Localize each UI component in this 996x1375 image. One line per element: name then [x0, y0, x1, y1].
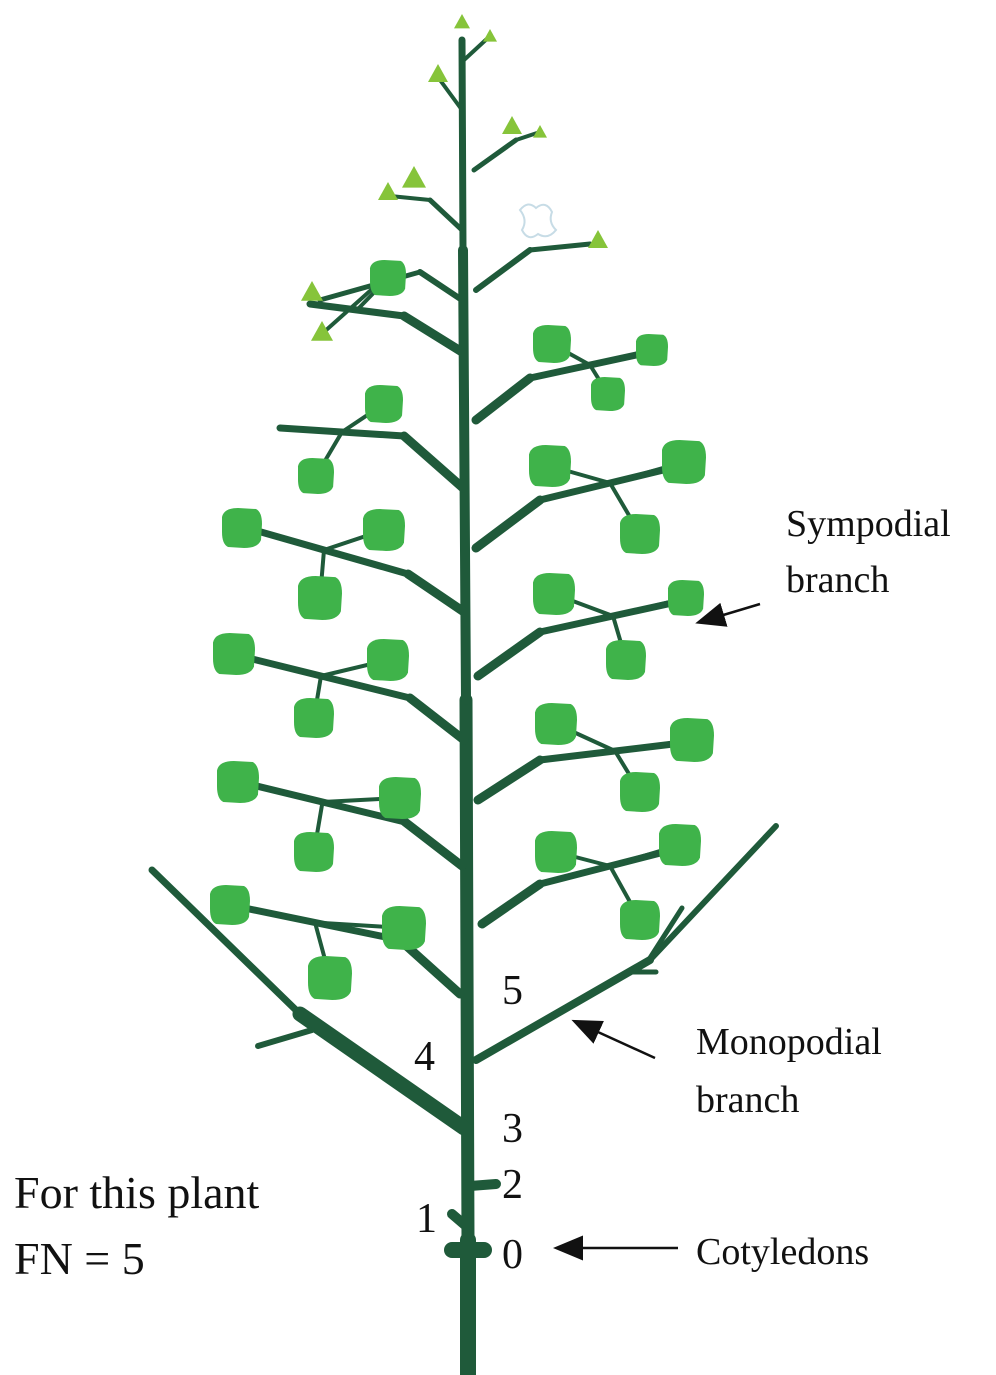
flower-bud	[668, 580, 704, 616]
sympodial-arrow	[700, 604, 760, 622]
flower-bud	[210, 885, 250, 925]
opening-flower	[520, 204, 556, 237]
flower-bud	[533, 573, 575, 615]
monopodial-branch-left	[300, 1014, 464, 1128]
flower-bud	[379, 777, 421, 819]
flower-bud	[213, 633, 255, 675]
flower-bud	[620, 514, 660, 554]
note-line1: For this plant	[14, 1167, 260, 1218]
flower-bud	[591, 377, 625, 411]
monopodial-label-line2: branch	[696, 1079, 799, 1121]
young-branch	[440, 80, 462, 110]
monopodial-arrow	[576, 1022, 655, 1058]
flower-bud	[294, 698, 334, 738]
monopodial-branch-left-spur	[258, 1030, 312, 1046]
flower-bud	[662, 440, 706, 484]
flower-bud	[382, 906, 426, 950]
young-flower	[402, 166, 426, 188]
flower-bud	[670, 718, 714, 762]
flower-bud	[298, 458, 334, 494]
flower-bud	[606, 640, 646, 680]
main-stem	[463, 250, 466, 700]
sympodial-branch-left	[404, 316, 462, 352]
flower-bud	[365, 385, 403, 423]
sympodial-branch-left	[410, 698, 464, 740]
young-branch	[474, 140, 516, 170]
flower-bud	[308, 956, 352, 1000]
flower-bud	[367, 639, 409, 681]
sympodial-branch-right	[478, 760, 540, 800]
cotyledons-label: Cotyledons	[696, 1231, 869, 1273]
sympodial-branch-left	[405, 822, 462, 866]
young-branch	[430, 200, 462, 230]
flower-bud	[535, 831, 577, 873]
flower-bud	[535, 703, 577, 745]
young-flower	[428, 64, 448, 82]
node-label-4: 4	[414, 1034, 435, 1080]
flower-bud	[620, 900, 660, 940]
sympodial-branch-left	[408, 574, 464, 612]
node-label-3: 3	[502, 1106, 523, 1152]
young-branch	[476, 250, 530, 290]
node-2-leaf	[470, 1184, 496, 1186]
flower-bud	[294, 832, 334, 872]
young-flower	[454, 14, 470, 28]
sympodial-branch-left	[404, 436, 463, 488]
young-flower	[533, 125, 547, 138]
young-flower	[311, 321, 333, 341]
young-branch	[420, 272, 462, 300]
flower-bud	[217, 761, 259, 803]
main-stem	[466, 700, 468, 1240]
sympodial-label-line2: branch	[786, 559, 889, 601]
note-line2: FN = 5	[14, 1233, 145, 1284]
node-label-5: 5	[502, 968, 523, 1014]
main-stem	[462, 40, 463, 250]
young-flower	[588, 230, 608, 248]
sympodial-label-line1: Sympodial	[786, 503, 951, 545]
young-flower	[378, 182, 398, 200]
node-label-1: 1	[416, 1196, 437, 1242]
sympodial-branch-right	[478, 632, 540, 676]
node-label-0: 0	[502, 1232, 523, 1278]
flower-bud	[222, 508, 262, 548]
sympodial-branch-right	[476, 500, 540, 548]
flower-bud	[636, 334, 668, 366]
flower-bud	[659, 824, 701, 866]
young-flower	[301, 281, 323, 301]
young-flower	[483, 29, 497, 42]
node-label-2: 2	[502, 1162, 523, 1208]
flower-bud	[529, 445, 571, 487]
monopodial-label-line1: Monopodial	[696, 1021, 882, 1063]
young-flower	[502, 116, 522, 134]
flower-bud	[620, 772, 660, 812]
flower-bud	[298, 576, 342, 620]
sympodial-branch-right	[476, 378, 530, 420]
flower-bud	[370, 260, 406, 296]
sympodial-branch-right	[482, 884, 540, 924]
flower-bud	[363, 509, 405, 551]
young-branch	[530, 244, 590, 250]
flower-bud	[533, 325, 571, 363]
